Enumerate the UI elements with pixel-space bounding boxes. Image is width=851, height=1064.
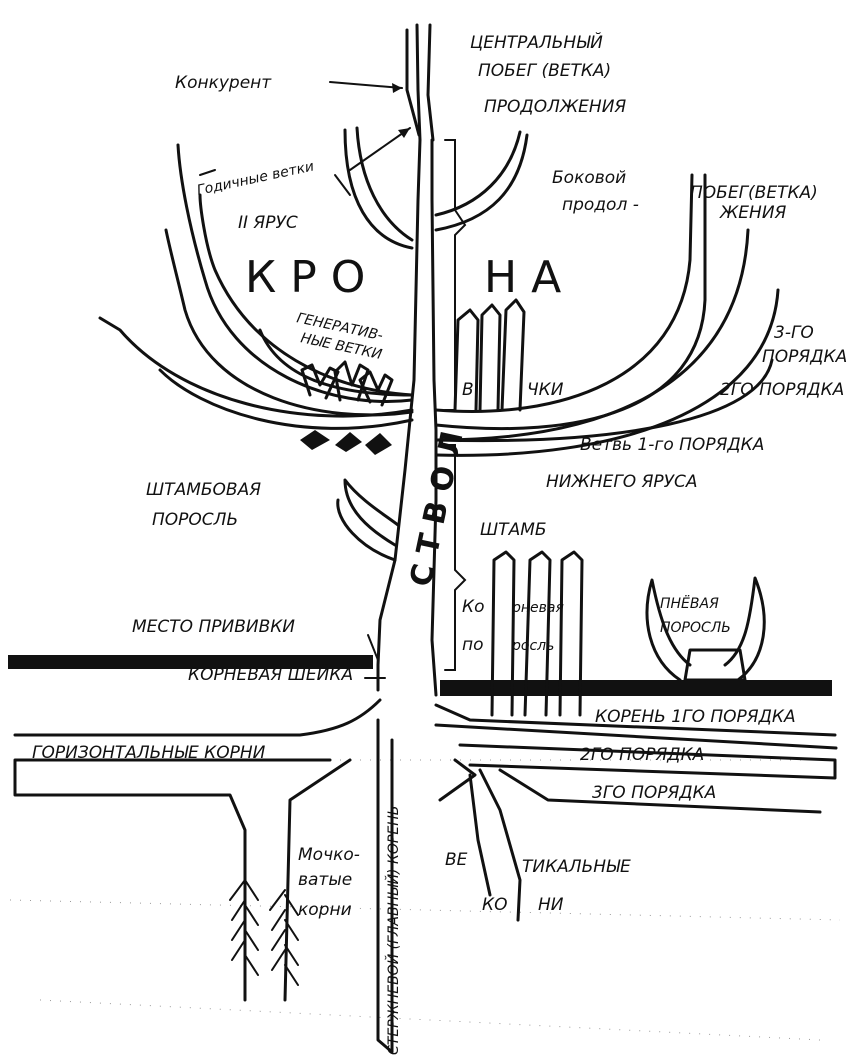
label-mochkov-2: ватые	[298, 870, 352, 890]
label-koren-1: КОРЕНЬ 1ГО ПОРЯДКА	[595, 707, 796, 727]
label-kro: К Р О	[245, 252, 365, 303]
label-order2: 2ГО ПОРЯДКА	[720, 380, 844, 400]
label-vertikal-4: НИ	[538, 895, 564, 915]
label-pobeg-2: ЖЕНИЯ	[719, 203, 787, 223]
label-mochkov-3: корни	[298, 900, 352, 920]
stem-sprouts	[338, 480, 398, 560]
label-godichnye: Годичные ветки	[196, 158, 316, 198]
label-vertikal-2: ТИКАЛЬНЫЕ	[522, 857, 631, 877]
label-central-3: ПРОДОЛЖЕНИЯ	[484, 97, 626, 117]
label-kornevaya-porosl-2: рневая	[511, 600, 564, 616]
label-kornevaya-porosl-4: росль	[511, 638, 554, 654]
label-koren-2: 2ГО ПОРЯДКА	[580, 745, 704, 765]
label-shtamb: ШТАМБ	[480, 520, 547, 540]
trunk	[378, 25, 436, 695]
label-shtamb-porosl-2: ПОРОСЛЬ	[152, 510, 238, 530]
label-bokovoy-1: Боковой	[552, 168, 626, 188]
label-kornevaya-sheyka: КОРНЕВАЯ ШЕЙКА	[188, 663, 353, 685]
label-order3-1: 3-ГО	[774, 323, 814, 343]
label-stvol: С Т В О Л	[404, 428, 471, 589]
brackets	[445, 140, 465, 670]
label-central-2: ПОБЕГ (ВЕТКА)	[478, 61, 611, 81]
ground-line	[8, 655, 832, 696]
label-kornevaya-porosl-1: Ко	[462, 597, 484, 617]
label-mesto-privivki: МЕСТО ПРИВИВКИ	[132, 617, 295, 637]
label-penyovaya-2: ПОРОСЛЬ	[660, 620, 731, 636]
label-koren-3: 3ГО ПОРЯДКА	[592, 783, 716, 803]
label-mochkov-1: Мочко-	[298, 845, 360, 865]
trunk-leaves	[300, 430, 392, 455]
label-penyovaya-1: ПНЁВАЯ	[660, 594, 719, 612]
label-order3-2: ПОРЯДКА	[762, 347, 847, 367]
label-horizontal: ГОРИЗОНТАЛЬНЫЕ КОРНИ	[32, 743, 266, 763]
labels: Конкурент ЦЕНТРАЛЬНЫЙ ПОБЕГ (ВЕТКА) ПРОД…	[32, 31, 847, 1055]
label-vertikal-1: ВЕ	[445, 850, 468, 870]
label-sterzhnevoy: СТЕРЖНЕВОЙ (ГЛАВНЫЙ) КОРЕНЬ	[384, 806, 402, 1055]
label-konkurent: Конкурент	[175, 73, 272, 93]
label-vertikal-3: КО	[482, 895, 507, 915]
label-central-1: ЦЕНТРАЛЬНЫЙ	[470, 31, 603, 53]
label-na: Н А	[484, 252, 561, 303]
label-kornevaya-porosl-3: по	[462, 635, 484, 655]
label-vetv-1: Ветвь 1-го ПОРЯДКА	[580, 435, 764, 455]
label-yarus: II ЯРУС	[238, 213, 298, 233]
label-volchki-2: ЧКИ	[527, 380, 564, 400]
label-shtamb-porosl-1: ШТАМБОВАЯ	[146, 480, 261, 500]
label-pobeg-1: ПОБЕГ(ВЕТКА)	[690, 183, 818, 203]
label-bokovoy-2: продол -	[562, 195, 639, 215]
label-volchki-1: В	[462, 380, 474, 400]
label-vetv-2: НИЖНЕГО ЯРУСА	[546, 472, 698, 492]
